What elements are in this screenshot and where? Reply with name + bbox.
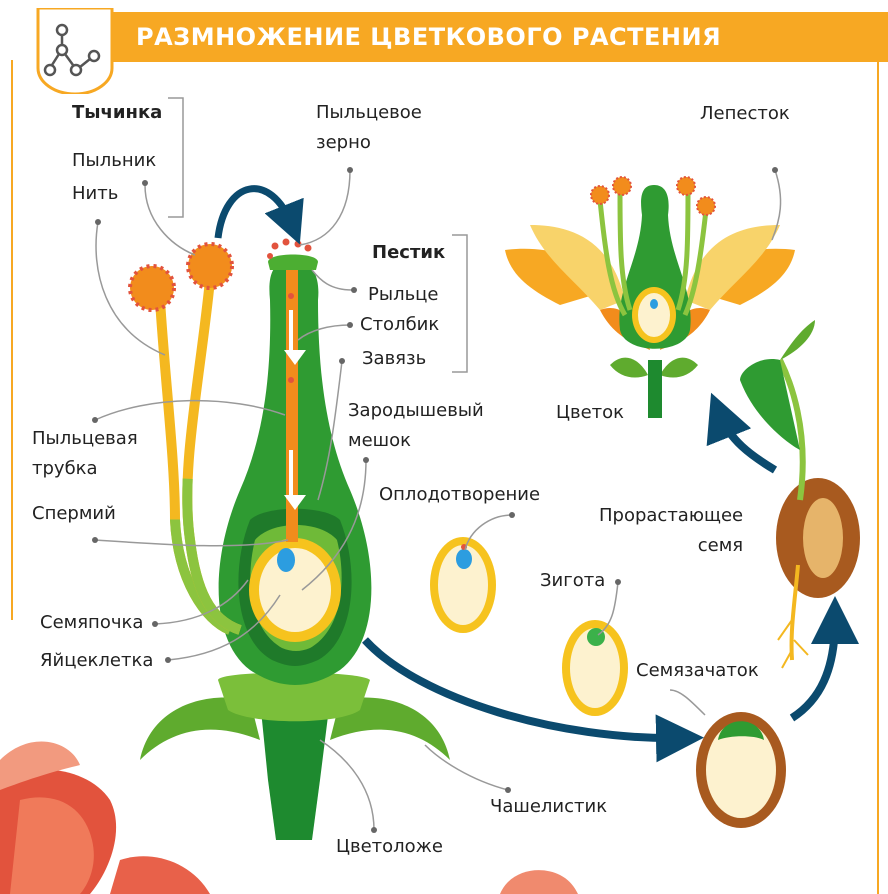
label-petal: Лепесток bbox=[700, 99, 790, 129]
label-pollen-grain: Пыльцевое зерно bbox=[316, 98, 422, 158]
label-germinating-seed: Прорастающее семя bbox=[599, 501, 743, 561]
label-egg-cell: Яйцеклетка bbox=[40, 646, 153, 676]
embryo-sac bbox=[259, 548, 331, 632]
label-filament: Нить bbox=[72, 179, 118, 209]
label-style: Столбик bbox=[360, 310, 439, 340]
label-receptacle: Цветоложе bbox=[336, 832, 443, 862]
seed-embryo bbox=[696, 712, 786, 828]
label-stamen: Тычинка bbox=[72, 98, 162, 128]
egg-cell bbox=[277, 548, 295, 572]
label-stigma: Рыльце bbox=[368, 280, 439, 310]
label-ovary: Завязь bbox=[362, 344, 426, 374]
label-pollen-tube: Пыльцевая трубка bbox=[32, 424, 138, 484]
stigma bbox=[268, 255, 318, 271]
label-sperm: Спермий bbox=[32, 499, 116, 529]
anther-right bbox=[188, 244, 232, 288]
germinating-seed bbox=[740, 320, 860, 668]
molecule-icon bbox=[36, 8, 114, 94]
anther-left bbox=[130, 266, 174, 310]
label-flower: Цветок bbox=[556, 398, 624, 428]
page-title: РАЗМНОЖЕНИЕ ЦВЕТКОВОГО РАСТЕНИЯ bbox=[136, 23, 721, 51]
label-seed-embryo: Семязачаток bbox=[636, 656, 759, 686]
label-ovule: Семяпочка bbox=[40, 608, 143, 638]
zygote-ovule bbox=[562, 620, 628, 716]
label-sepal: Чашелистик bbox=[490, 792, 607, 822]
pollination-arrow bbox=[218, 189, 292, 238]
label-zygote: Зигота bbox=[540, 566, 605, 596]
label-embryo-sac: Зародышевый мешок bbox=[348, 396, 484, 456]
header: РАЗМНОЖЕНИЕ ЦВЕТКОВОГО РАСТЕНИЯ bbox=[0, 8, 888, 64]
label-pistil: Пестик bbox=[372, 238, 445, 268]
label-fertilization: Оплодотворение bbox=[379, 480, 540, 510]
label-anther: Пыльник bbox=[72, 146, 156, 176]
fertilization-ovule bbox=[430, 537, 496, 633]
